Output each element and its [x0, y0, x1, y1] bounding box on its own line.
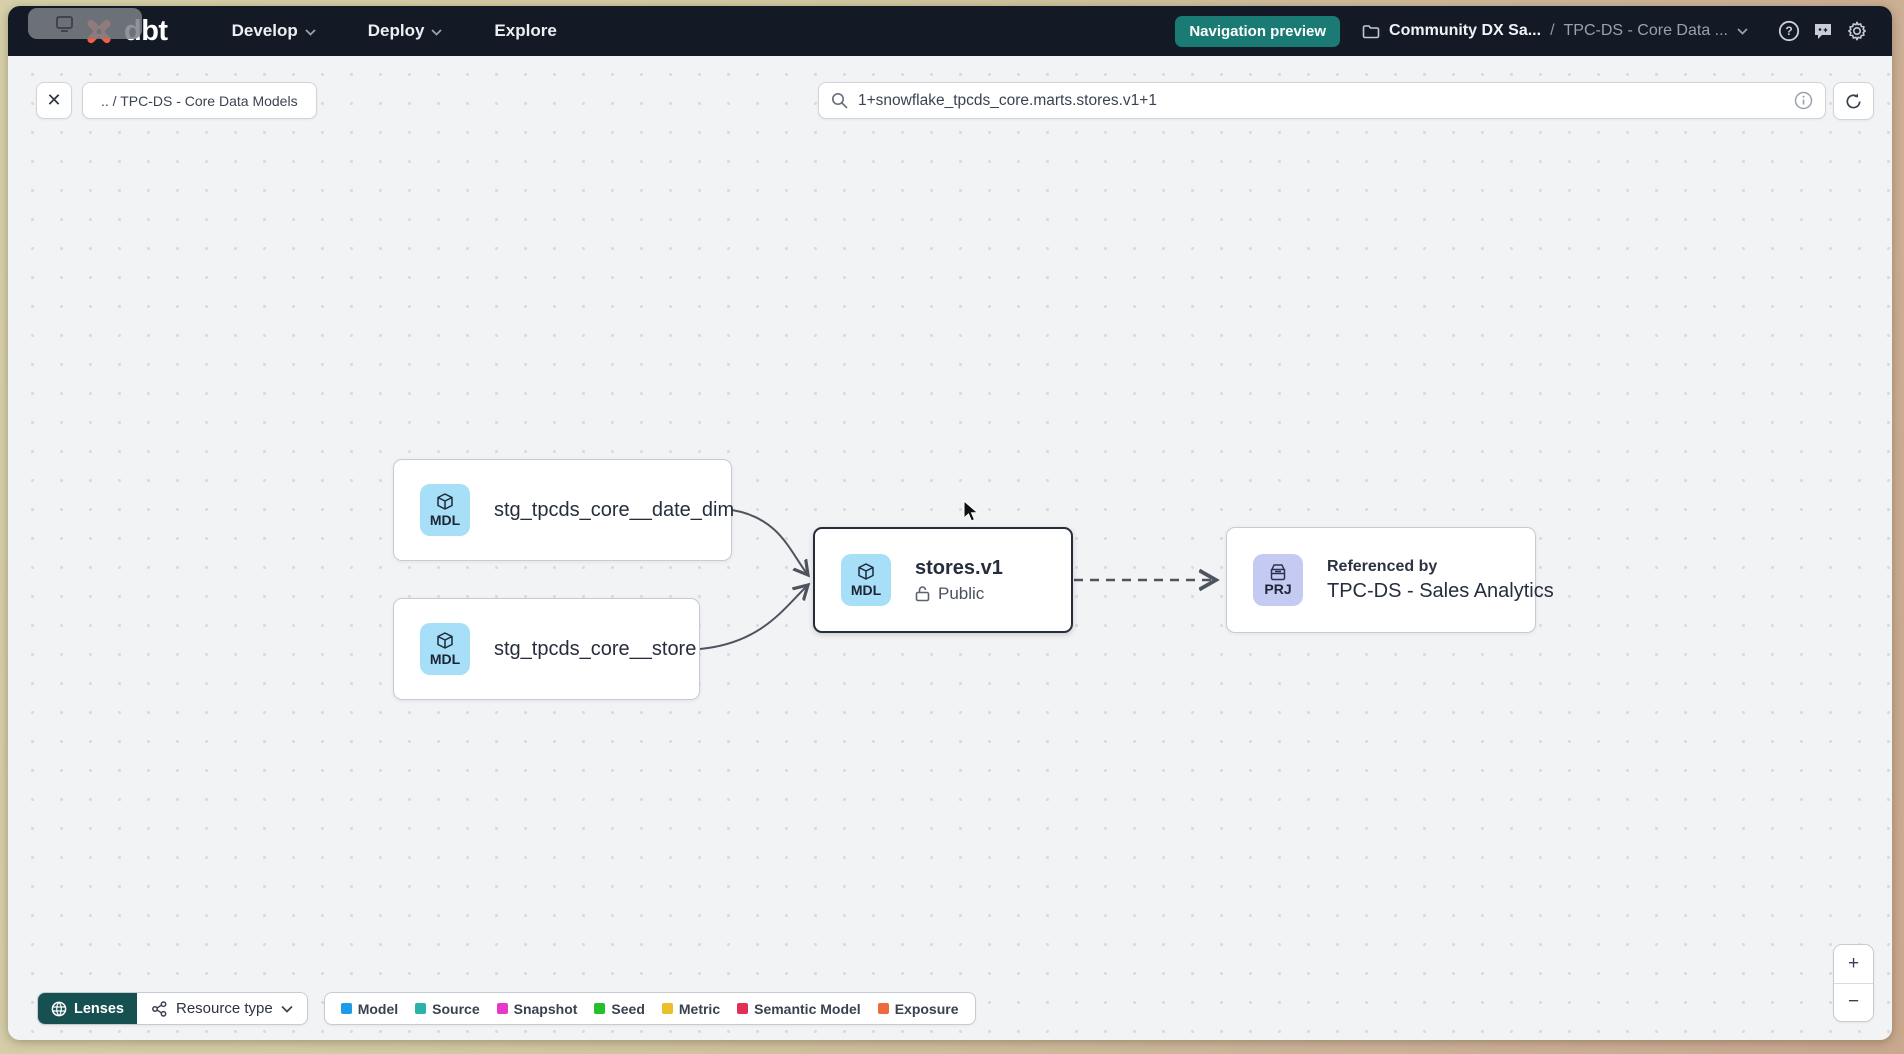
project-badge: PRJ: [1253, 554, 1303, 606]
breadcrumb-page[interactable]: TPC-DS - Core Data ...: [1563, 22, 1728, 39]
refresh-icon: [1846, 92, 1861, 108]
legend-label: Exposure: [894, 1000, 959, 1017]
node-title: TPC-DS - Sales Analytics: [1327, 579, 1554, 602]
resource-type-label: Resource type: [175, 1000, 273, 1017]
legend-label: Metric: [678, 1000, 721, 1017]
legend-label: Source: [432, 1000, 480, 1017]
node-stg-tpcds-core-store[interactable]: MDL stg_tpcds_core__store: [393, 598, 700, 700]
lenses-label: Lenses: [74, 1000, 124, 1017]
settings-button[interactable]: [1840, 14, 1874, 48]
node-title: stores.v1: [915, 556, 1003, 579]
screen-recording-indicator[interactable]: [28, 8, 142, 39]
node-stg-tpcds-core-date-dim[interactable]: MDL stg_tpcds_core__date_dim: [393, 459, 735, 561]
unlock-icon: [915, 586, 930, 602]
cube-icon: [437, 632, 453, 649]
legend-swatch: [340, 1003, 352, 1014]
svg-text:?: ?: [1785, 24, 1792, 38]
search-icon: [831, 92, 848, 109]
lineage-path-pill[interactable]: .. / TPC-DS - Core Data Models: [82, 82, 317, 119]
feedback-button[interactable]: [1806, 14, 1840, 48]
legend-item-exposure: Exposure: [877, 1000, 959, 1017]
legend-item-metric: Metric: [661, 1000, 721, 1017]
close-icon: ✕: [46, 90, 62, 110]
breadcrumb[interactable]: Community DX Sa... / TPC-DS - Core Data …: [1362, 22, 1748, 40]
menu-deploy[interactable]: Deploy: [368, 21, 443, 41]
lineage-search-bar: [818, 82, 1826, 119]
display-icon: [56, 15, 73, 32]
chevron-down-icon: [305, 28, 316, 36]
legend-label: Semantic Model: [754, 1000, 861, 1017]
zoom-out-button[interactable]: −: [1834, 983, 1873, 1021]
model-badge: MDL: [841, 554, 891, 606]
folder-icon: [1362, 24, 1380, 38]
menu-develop[interactable]: Develop: [232, 21, 316, 41]
menu-explore-label: Explore: [494, 21, 557, 40]
legend-item-semantic-model: Semantic Model: [737, 1001, 861, 1017]
node-access-row: Public: [915, 584, 1003, 604]
info-icon[interactable]: [1794, 91, 1813, 110]
node-stores-v1[interactable]: MDL stores.v1 Public: [813, 527, 1073, 633]
app-window: dbt Develop Deploy Explore Navigation pr…: [8, 6, 1892, 1040]
model-badge: MDL: [420, 484, 470, 536]
edge-store-to-stores: [699, 585, 808, 650]
chevron-down-icon: [431, 28, 443, 36]
chevron-down-icon[interactable]: [1737, 27, 1748, 35]
menu-explore[interactable]: Explore: [494, 21, 556, 41]
lineage-canvas[interactable]: ✕ .. / TPC-DS - Core Data Models: [8, 56, 1892, 1040]
zoom-controls: + −: [1833, 944, 1874, 1022]
resource-type-dropdown[interactable]: Resource type: [136, 993, 307, 1024]
stacked-project-icon: [1270, 564, 1286, 581]
legend-swatch: [877, 1003, 889, 1014]
help-icon: ?: [1778, 20, 1800, 42]
menu-develop-label: Develop: [231, 21, 298, 40]
navigation-preview-badge[interactable]: Navigation preview: [1175, 15, 1341, 47]
lenses-control: Lenses Resource type: [37, 992, 308, 1025]
legend-swatch: [415, 1003, 427, 1014]
resource-graph-icon: [152, 1000, 167, 1017]
legend-swatch: [594, 1003, 606, 1014]
resource-type-legend: Model Source Snapshot Seed Metric: [323, 992, 976, 1025]
node-title: stg_tpcds_core__date_dim: [494, 498, 735, 521]
edge-date-dim-to-stores: [731, 509, 808, 575]
help-button[interactable]: ?: [1772, 14, 1806, 48]
chat-bubble-icon: [1815, 24, 1831, 39]
model-badge-label: MDL: [429, 651, 461, 668]
legend-label: Snapshot: [513, 1000, 578, 1017]
close-lineage-button[interactable]: ✕: [36, 82, 72, 119]
menu-deploy-label: Deploy: [367, 21, 425, 40]
gear-icon: [1848, 21, 1866, 41]
project-badge-label: PRJ: [1264, 581, 1292, 598]
node-pretitle: Referenced by: [1327, 557, 1438, 575]
node-tpcds-sales-analytics[interactable]: PRJ Referenced by TPC-DS - Sales Analyti…: [1226, 527, 1554, 633]
lens-icon: [51, 1001, 67, 1016]
legend-item-snapshot: Snapshot: [496, 1000, 578, 1017]
legend-label: Model: [357, 1000, 399, 1017]
refresh-lineage-button[interactable]: [1833, 82, 1874, 120]
cube-icon: [437, 493, 453, 510]
legend-swatch: [737, 1003, 749, 1014]
top-navbar: dbt Develop Deploy Explore Navigation pr…: [8, 6, 1892, 56]
model-badge: MDL: [420, 623, 470, 675]
legend-swatch: [661, 1003, 673, 1014]
model-badge-label: MDL: [850, 582, 882, 599]
legend-label: Seed: [611, 1000, 645, 1017]
legend-item-seed: Seed: [594, 1000, 645, 1017]
cube-icon: [858, 563, 874, 580]
node-title: stg_tpcds_core__store: [494, 637, 697, 660]
zoom-in-button[interactable]: +: [1834, 945, 1873, 984]
legend-item-model: Model: [340, 1000, 399, 1017]
breadcrumb-project[interactable]: Community DX Sa...: [1389, 22, 1542, 39]
legend-swatch: [496, 1003, 508, 1014]
lenses-button[interactable]: Lenses: [38, 993, 137, 1024]
mouse-cursor: [963, 500, 979, 522]
access-label: Public: [938, 583, 985, 603]
legend-item-source: Source: [415, 1000, 480, 1017]
chevron-down-icon: [281, 1005, 293, 1013]
lineage-path-label: .. / TPC-DS - Core Data Models: [101, 92, 298, 109]
breadcrumb-separator: /: [1550, 22, 1555, 39]
lineage-selector-input[interactable]: [858, 91, 1794, 110]
model-badge-label: MDL: [429, 512, 461, 529]
